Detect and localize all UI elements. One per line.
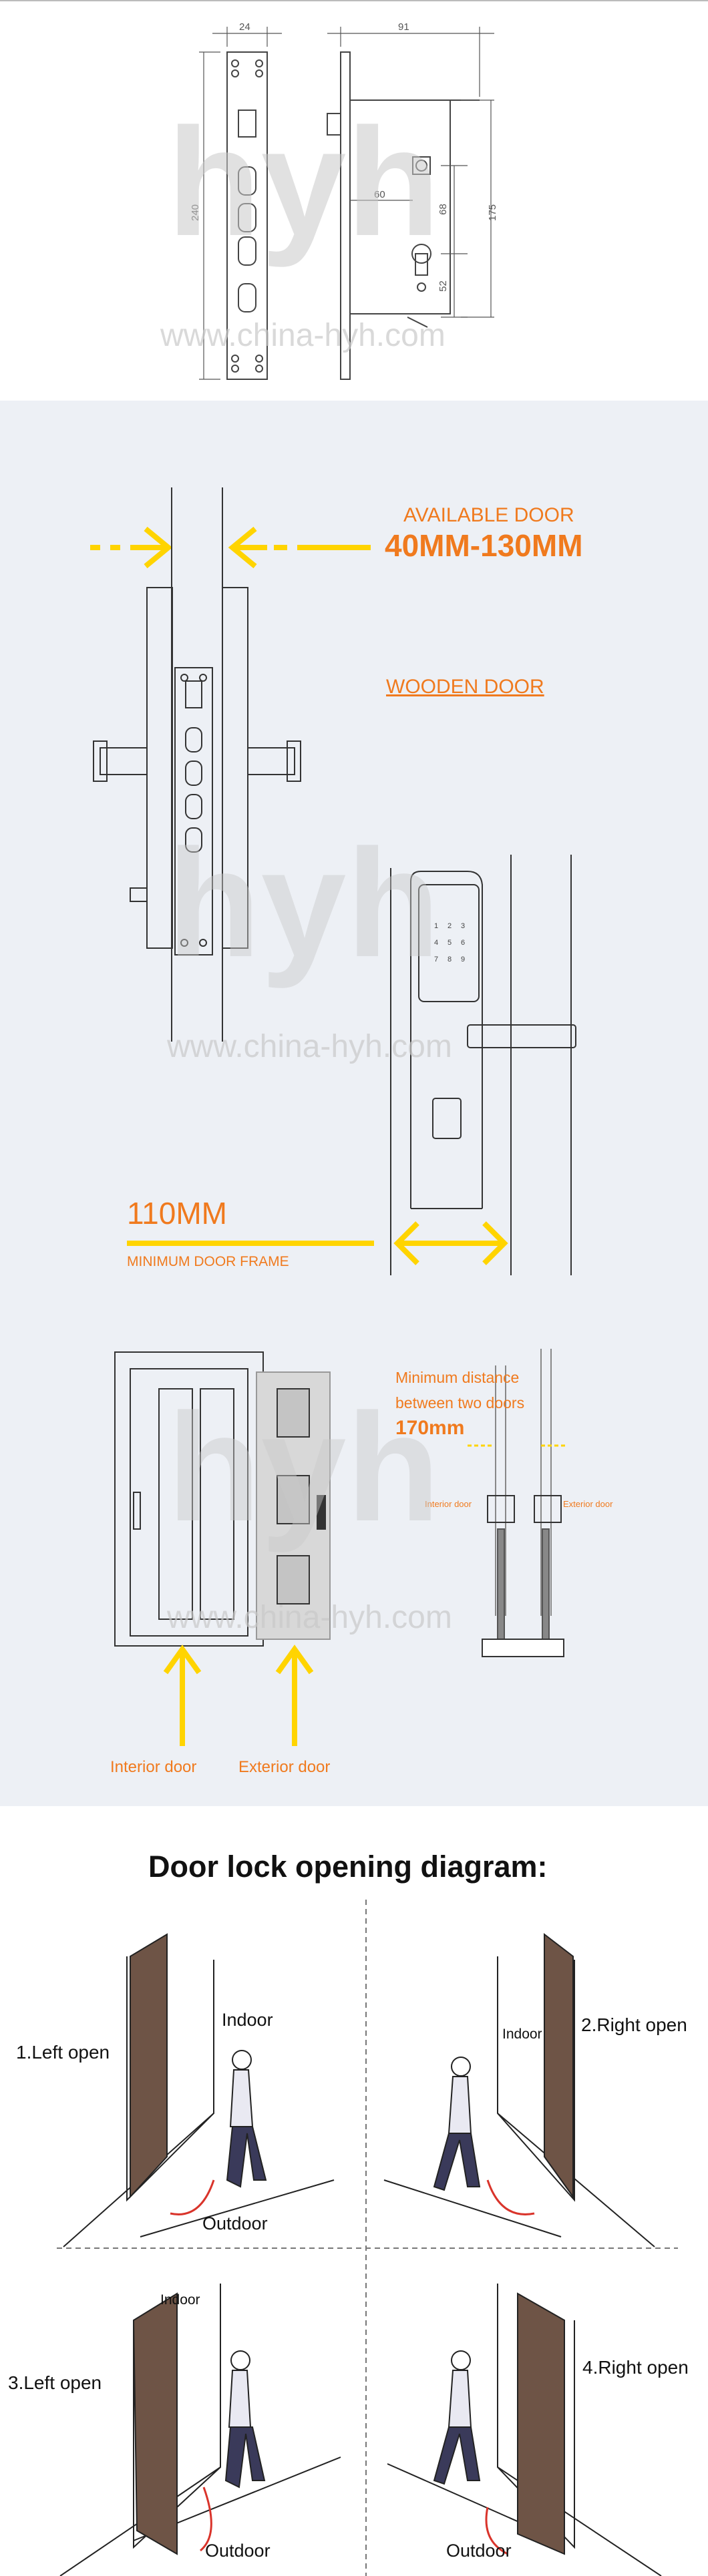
key-3: 3 — [461, 922, 465, 930]
key-1: 1 — [434, 922, 438, 930]
interior-door-small: Interior door — [425, 1499, 472, 1509]
min-distance-line2: between two doors — [395, 1394, 525, 1412]
door-thickness-range: 40MM-130MM — [385, 528, 583, 563]
watermark-logo: hyh — [167, 96, 440, 268]
q3-label: 3.Left open — [8, 2372, 102, 2393]
lock-dimension-svg — [199, 27, 494, 380]
min-distance-value: 170mm — [395, 1417, 465, 1439]
q1-label: 1.Left open — [16, 2042, 110, 2063]
q3-scene — [59, 2284, 341, 2576]
dimension-drawing-section: 24 91 240 60 68 175 52 hyh www.china-hyh… — [0, 0, 708, 401]
key-2: 2 — [448, 922, 452, 930]
door-frame-view — [390, 855, 576, 1275]
wooden-door-label: WOODEN DOOR — [386, 676, 544, 698]
frame-size-label: MINIMUM DOOR FRAME — [127, 1254, 289, 1269]
q2-indoor: Indoor — [502, 2026, 542, 2042]
key-4: 4 — [434, 939, 438, 947]
min-distance-line1: Minimum distance — [395, 1369, 520, 1386]
dim-52: 52 — [437, 280, 449, 292]
dim-91: 91 — [398, 21, 409, 33]
installation-section: 1 2 3 4 5 6 7 8 9 — [0, 401, 708, 1806]
faceplate-drawing — [226, 51, 268, 380]
installation-svg: 1 2 3 4 5 6 7 8 9 — [90, 487, 576, 1746]
lock-body-drawing — [327, 51, 480, 380]
q4-scene — [387, 2284, 662, 2576]
opening-diagram-section: Door lock opening diagram: — [0, 1806, 708, 2576]
door-side-view — [93, 487, 301, 1042]
watermark-url-3: www.china-hyh.com — [167, 1600, 452, 1635]
dim-60: 60 — [374, 189, 385, 200]
watermark-url-2: www.china-hyh.com — [167, 1029, 452, 1064]
q2-label: 2.Right open — [581, 2014, 687, 2035]
dim-24: 24 — [239, 21, 250, 33]
q3-indoor: Indoor — [160, 2292, 200, 2308]
q4-label: 4.Right open — [582, 2357, 689, 2378]
key-6: 6 — [461, 939, 465, 947]
key-5: 5 — [448, 939, 452, 947]
available-door-label: AVAILABLE DOOR — [403, 504, 574, 526]
key-7: 7 — [434, 955, 438, 963]
q2-scene — [383, 1932, 655, 2247]
frame-width-arrows — [127, 1221, 508, 1265]
q1-outdoor: Outdoor — [202, 2213, 268, 2233]
key-8: 8 — [448, 955, 452, 963]
keypad: 1 2 3 4 5 6 7 8 9 — [434, 922, 465, 963]
two-doors-drawing — [114, 1349, 564, 1657]
q4-outdoor: Outdoor — [446, 2541, 512, 2561]
q3-outdoor: Outdoor — [205, 2541, 271, 2561]
door-thickness-arrows — [90, 526, 371, 569]
exterior-door-small: Exterior door — [563, 1499, 613, 1509]
opening-diagram-title: Door lock opening diagram: — [148, 1850, 548, 1884]
top-divider — [0, 0, 708, 1]
key-9: 9 — [461, 955, 465, 963]
exterior-door-label: Exterior door — [238, 1758, 331, 1776]
interior-door-label: Interior door — [110, 1758, 197, 1776]
door-pointer-arrows — [163, 1645, 314, 1746]
q1-indoor: Indoor — [222, 2010, 273, 2030]
watermark-logo-2: hyh — [167, 817, 440, 989]
watermark-logo-3: hyh — [167, 1381, 440, 1553]
dim-175: 175 — [487, 204, 499, 222]
watermark-url: www.china-hyh.com — [160, 318, 446, 353]
opening-diagram-svg — [57, 1900, 678, 2576]
frame-size-value: 110MM — [127, 1196, 227, 1231]
q1-scene — [63, 1933, 335, 2247]
